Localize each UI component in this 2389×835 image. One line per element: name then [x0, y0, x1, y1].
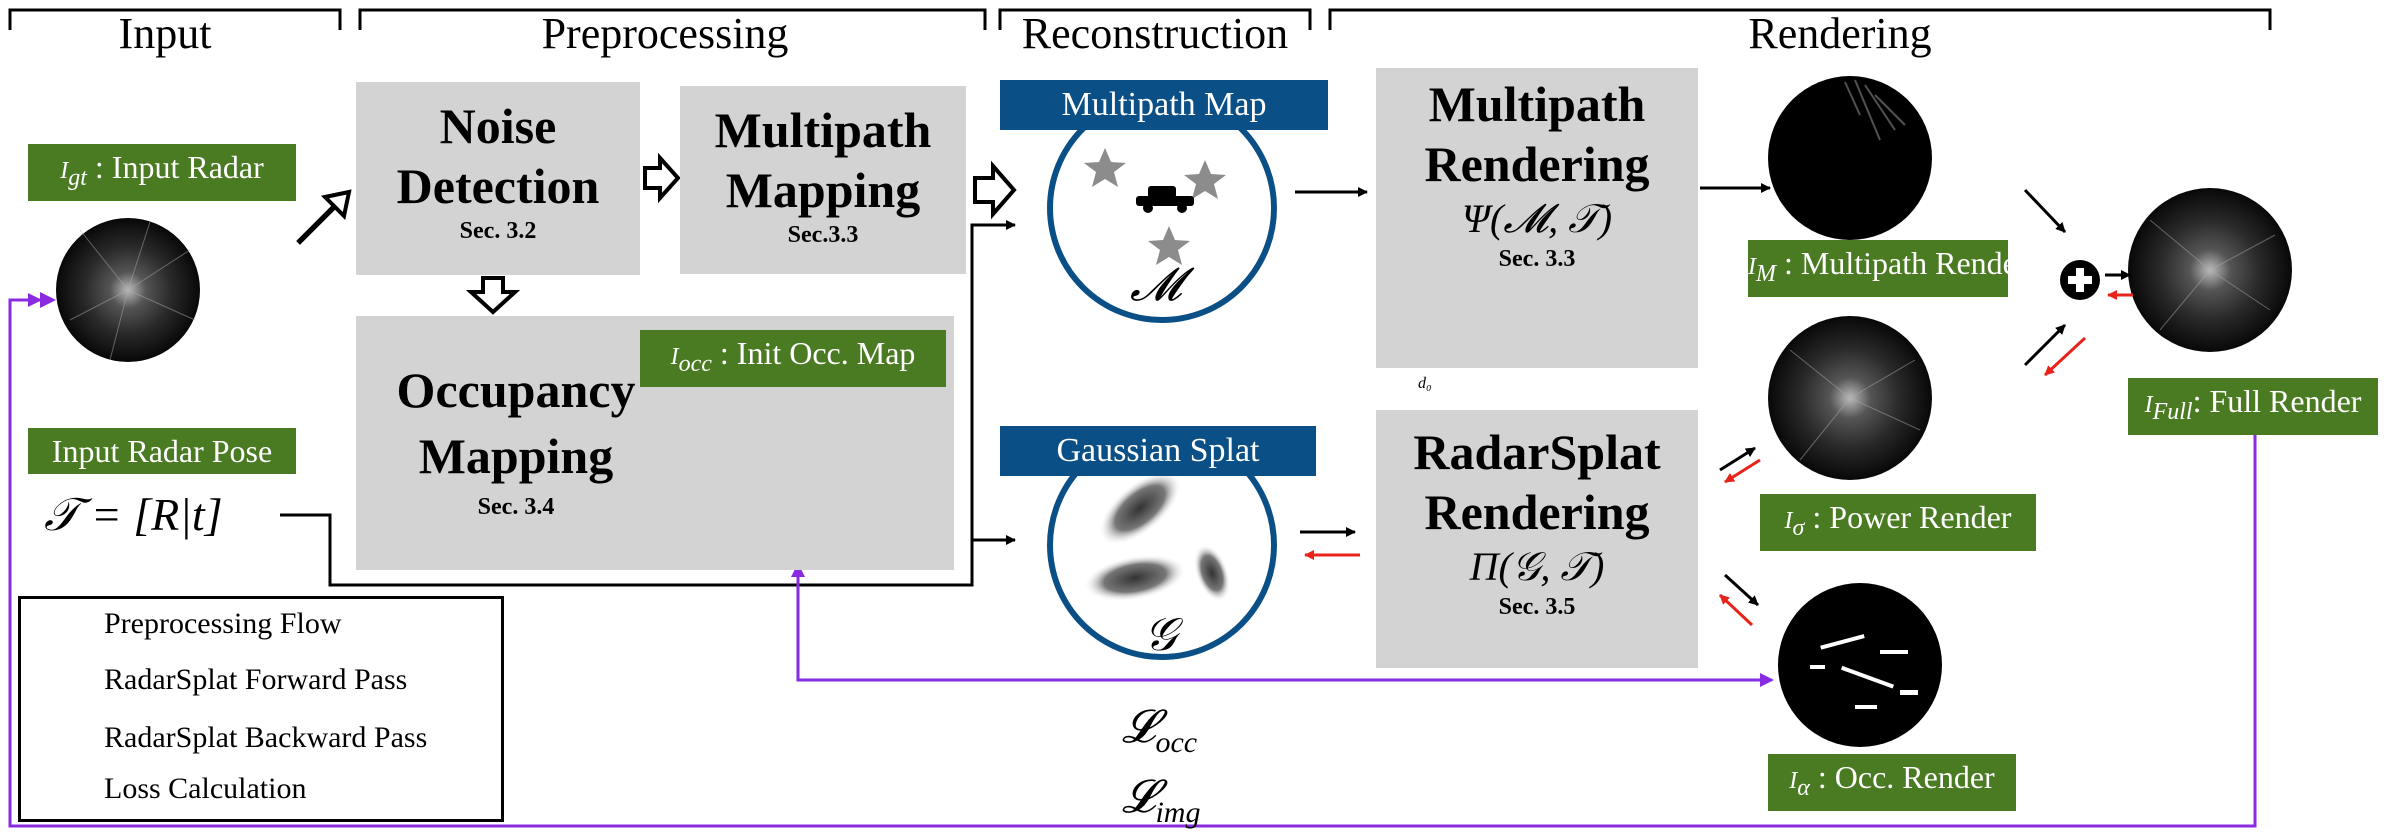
occ-render-image [1778, 583, 1942, 747]
input-radar-image [56, 218, 200, 362]
loss-lines [8, 293, 2262, 828]
stage-brackets [8, 8, 2272, 30]
multipath-rendering-box: Multipath Rendering Ψ(𝓜, 𝒯) Sec. 3.3 [1376, 68, 1698, 368]
car-icon [1136, 186, 1194, 213]
pose-formula: 𝒯 = [R|t] [44, 489, 223, 540]
noise-title-2: Detection [396, 158, 600, 214]
input-radar-label: Igt : Input Radar [28, 144, 296, 202]
multipath-title-1: Multipath [714, 102, 932, 158]
full-render-label: IFull: Full Render [2128, 378, 2378, 436]
noise-detection-box: Noise Detection Sec. 3.2 [356, 82, 640, 275]
multipath-sec: Sec.3.3 [787, 222, 859, 248]
legend [18, 596, 504, 822]
power-render-image [1768, 316, 1932, 480]
pose-lines [280, 220, 1016, 587]
occupancy-title-2: Mapping [418, 428, 614, 484]
mp-render-formula: Ψ(𝓜, 𝒯) [1461, 196, 1613, 241]
multipath-title-2: Mapping [725, 162, 921, 218]
occupancy-sec: Sec. 3.4 [477, 494, 555, 520]
legend-backward-pass: RadarSplat Backward Pass [104, 721, 428, 754]
radarsplat-rendering-box: RadarSplat Rendering Π(𝒢, 𝒯) Sec. 3.5 [1376, 410, 1698, 668]
legend-forward-pass: RadarSplat Forward Pass [104, 663, 408, 696]
multipath-mapping-box: Multipath Mapping Sec.3.3 [680, 86, 966, 274]
gaussian-splat-label: Gaussian Splat [1000, 426, 1316, 476]
plot-d0: d₀ [1418, 375, 1432, 392]
loss-img: 𝓛img [1122, 771, 1201, 830]
noise-title-1: Noise [439, 98, 557, 154]
stage-preprocessing: Preprocessing [541, 9, 789, 58]
plus-icon [2060, 260, 2100, 300]
star-icons [1084, 148, 1226, 265]
legend-loss-calculation: Loss Calculation [104, 772, 307, 805]
mp-render-title-2: Rendering [1424, 136, 1650, 192]
loss-occ: 𝓛occ [1122, 701, 1198, 760]
symbol-M: 𝓜 [1130, 259, 1182, 310]
power-render-label: Iσ : Power Render [1760, 494, 2036, 552]
stage-reconstruction: Reconstruction [1021, 9, 1289, 58]
occupancy-title-1: Occupancy [396, 362, 636, 418]
input-pose-label: Input Radar Pose [28, 428, 296, 474]
mp-render-title-1: Multipath [1428, 76, 1646, 132]
noise-sec: Sec. 3.2 [459, 218, 537, 244]
rs-render-formula: Π(𝒢, 𝒯) [1469, 544, 1605, 589]
rs-render-title-1: RadarSplat [1413, 424, 1661, 480]
stage-rendering: Rendering [1748, 9, 1932, 58]
rs-render-sec: Sec. 3.5 [1498, 594, 1576, 620]
stage-input: Input [118, 9, 212, 58]
legend-preprocessing-flow: Preprocessing Flow [104, 607, 342, 640]
multipath-render-label: IM : Multipath Render [1748, 240, 2028, 298]
rs-render-title-2: Rendering [1424, 484, 1650, 540]
mp-render-sec: Sec. 3.3 [1498, 246, 1576, 272]
occ-map-label: Iocc : Init Occ. Map [640, 330, 946, 388]
occ-render-label: Iα : Occ. Render [1768, 754, 2016, 812]
full-render-image [2128, 188, 2292, 352]
symbol-G: 𝒢 [1144, 609, 1177, 660]
multipath-map-label: Multipath Map [1000, 80, 1328, 130]
multipath-render-image [1768, 76, 1932, 240]
